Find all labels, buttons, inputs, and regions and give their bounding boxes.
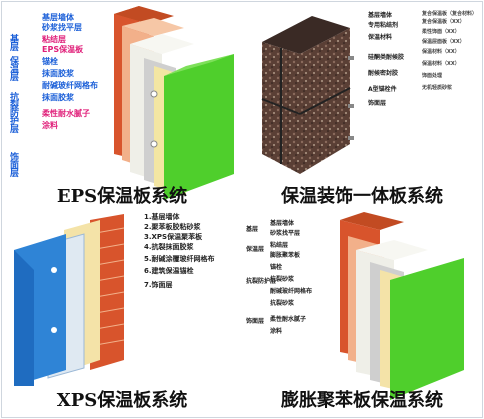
bead-layer-label: 抗裂砂浆 — [270, 276, 295, 283]
panel-xps: 1.基层墙体 2.聚苯板胶粘砂浆 3.XPS保温聚苯板 4.抗裂抹面胶浆 5.耐碱涂覆玻… — [4, 210, 240, 416]
decor-layer-label: 硅酮类耐候胶 — [368, 54, 405, 61]
decor-note: 复合保温板（复合材料） — [422, 11, 478, 17]
panel-bead: 基层保温层抗裂防护层饰面层 基层墙体砂浆找平层粘结层膨胀聚苯板锚栓抗裂砂浆耐碱玻… — [244, 210, 480, 416]
decor-note: 柔性饰面（XX） — [422, 29, 460, 35]
decor-layer-label: 耐候密封胶 — [368, 70, 399, 77]
bead-layer-label: 砂浆找平层 — [270, 230, 301, 237]
eps-layer-label: 砂浆找平层 — [42, 23, 82, 32]
decor-caption: 保温装饰一体板系统 — [281, 186, 443, 207]
eps-group-label: 抗裂防护层 — [8, 92, 18, 132]
panel-decor: 基层墙体专用粘结剂保温材料硅酮类耐候胶耐候密封胶 A型锚栓件饰面层 复合保温板（复… — [244, 4, 480, 209]
eps-layer-label: 涂料 — [42, 121, 58, 130]
eps-group-label: 基层 — [8, 34, 18, 50]
decor-layer-label: 专用粘结剂 — [368, 22, 399, 29]
decor-layer-label: 保温材料 — [368, 34, 393, 41]
bead-illustration — [340, 212, 464, 400]
decor-note: 保温材料（XX） — [422, 61, 460, 67]
decor-layer-label: 基层墙体 — [368, 12, 393, 19]
xps-layer-label: 3.XPS保温聚苯板 — [144, 233, 203, 241]
xps-layer-label: 4.抗裂抹面胶浆 — [144, 243, 194, 251]
eps-layer-label: 耐碱玻纤网格布 — [42, 81, 98, 90]
decor-note: 保温层面板（XX） — [422, 39, 465, 45]
eps-layer-label: EPS保温板 — [42, 45, 84, 54]
bead-layer-label: 涂料 — [270, 328, 283, 335]
xps-layer-label: 6.建筑保温锚栓 — [144, 267, 194, 275]
decor-illustration — [261, 16, 354, 174]
eps-layer-label: 锚栓 — [42, 57, 58, 66]
eps-layer-label: 粘结层 — [42, 35, 66, 44]
bead-caption: 膨胀聚苯板保温系统 — [281, 390, 443, 411]
bead-layer-label: 耐碱玻纤网格布 — [270, 288, 313, 295]
bead-layer-label: 膨胀聚苯板 — [270, 252, 301, 259]
xps-illustration — [14, 214, 125, 386]
bead-layer-label: 粘结层 — [270, 242, 289, 249]
bead-group-label: 保温层 — [246, 246, 265, 253]
xps-layer-label: 2.聚苯板胶粘砂浆 — [144, 223, 201, 231]
bead-group-label: 基层 — [246, 226, 259, 233]
decor-note: 复合保温板（XX） — [422, 19, 465, 25]
bead-group-label: 抗裂防护层 — [246, 278, 277, 285]
eps-layer-label: 抹面胶浆 — [42, 93, 74, 102]
bead-group-label: 饰面层 — [246, 318, 265, 325]
decor-note: 无机轻质砂浆 — [422, 85, 453, 91]
eps-group-label: 保温层 — [8, 56, 18, 80]
decor-layer-label: 饰面层 — [368, 100, 387, 107]
bead-layer-label: 基层墙体 — [270, 220, 295, 227]
decor-note: 饰面处理 — [422, 73, 443, 79]
bead-layer-label: 柔性耐水腻子 — [270, 316, 307, 323]
decor-note: 保温材料（XX） — [422, 49, 460, 55]
bead-layer-label: 锚栓 — [270, 264, 283, 271]
eps-group-label: 饰面层 — [8, 152, 18, 176]
eps-illustration — [114, 6, 234, 200]
bead-layer-label: 抗裂砂浆 — [270, 300, 295, 307]
xps-caption: XPS保温板系统 — [56, 390, 188, 411]
xps-layer-label: 1.基层墙体 — [144, 213, 180, 221]
xps-layer-label: 5.耐碱涂覆玻纤网格布 — [144, 255, 215, 263]
eps-caption: EPS保温板系统 — [56, 186, 188, 207]
eps-layer-label: 基层墙体 — [42, 13, 74, 22]
xps-layer-label: 7.饰面层 — [144, 281, 173, 289]
eps-layer-label: 柔性耐水腻子 — [42, 109, 90, 118]
decor-layer-label: A型锚栓件 — [368, 86, 397, 93]
eps-layer-label: 抹面胶浆 — [42, 69, 74, 78]
